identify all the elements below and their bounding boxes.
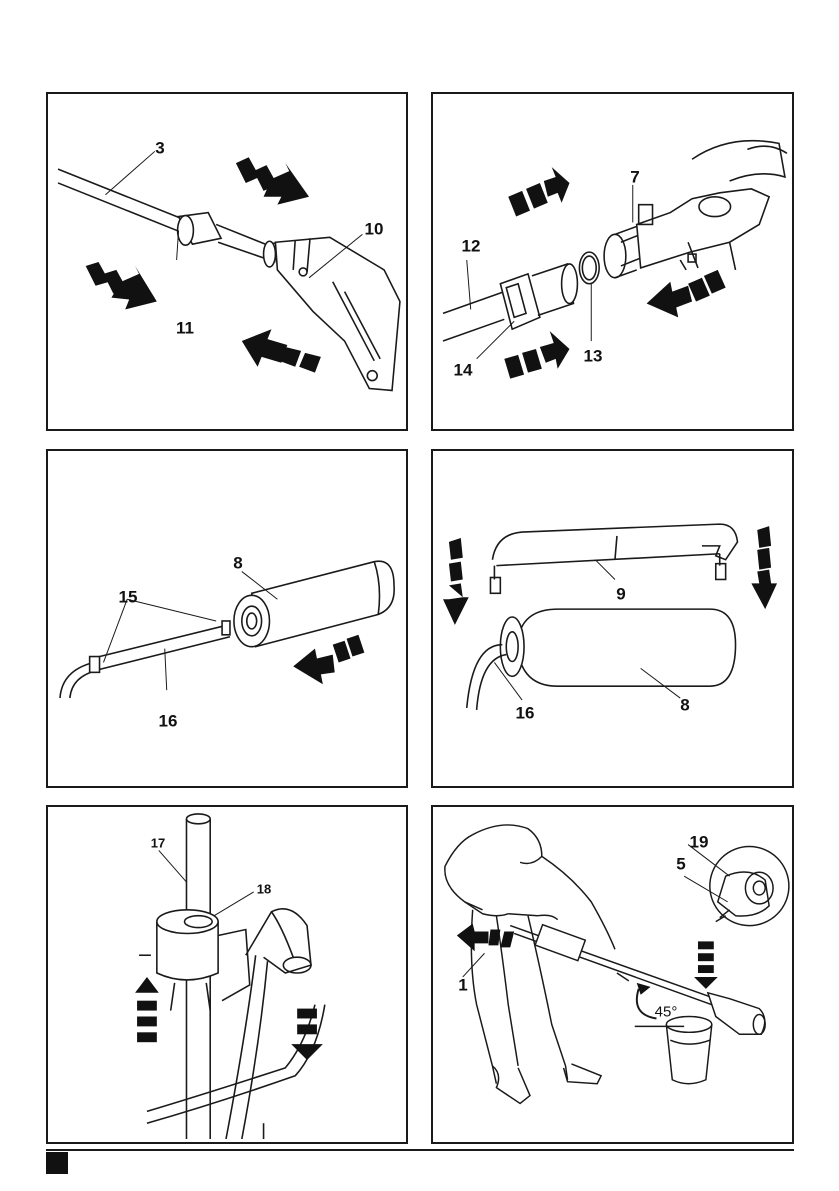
- cylinder-insert-illustration: [48, 451, 406, 786]
- figure-panel-3: 8 15 16: [46, 449, 408, 788]
- callout-label-8b: 8: [680, 697, 689, 714]
- callout-label-16: 16: [159, 713, 178, 730]
- angle-label: 45°: [655, 1005, 678, 1020]
- callout-label-15: 15: [119, 589, 138, 606]
- callout-label-19: 19: [690, 834, 709, 851]
- callout-label-16b: 16: [516, 705, 535, 722]
- callout-label-10: 10: [365, 221, 384, 238]
- operator-usage-illustration: [433, 807, 792, 1142]
- callout-label-8: 8: [233, 555, 242, 572]
- footer-rule: [46, 1149, 794, 1151]
- callout-label-18: 18: [257, 883, 271, 896]
- storage-clip-illustration: [48, 807, 406, 1142]
- page-marker-square: [46, 1152, 68, 1174]
- callout-label-12: 12: [462, 238, 481, 255]
- callout-label-1: 1: [458, 977, 467, 994]
- figure-panel-1: 3 10 11: [46, 92, 408, 431]
- callout-label-13: 13: [584, 348, 603, 365]
- callout-label-17: 17: [151, 837, 165, 850]
- figure-panel-2: 7 12 13 14: [431, 92, 794, 431]
- filter-housing-illustration: [433, 94, 792, 429]
- callout-label-3: 3: [155, 140, 164, 157]
- callout-label-14: 14: [454, 362, 473, 379]
- figure-panel-6: 19 5 1 45°: [431, 805, 794, 1144]
- callout-label-9: 9: [616, 586, 625, 603]
- callout-label-5: 5: [676, 856, 685, 873]
- tube-connection-illustration: [48, 94, 406, 429]
- callout-label-7: 7: [630, 169, 639, 186]
- figure-panel-4: 9 16 8: [431, 449, 794, 788]
- callout-label-11: 11: [176, 320, 194, 337]
- figure-panel-5: 17 18: [46, 805, 408, 1144]
- cover-fitting-illustration: [433, 451, 792, 786]
